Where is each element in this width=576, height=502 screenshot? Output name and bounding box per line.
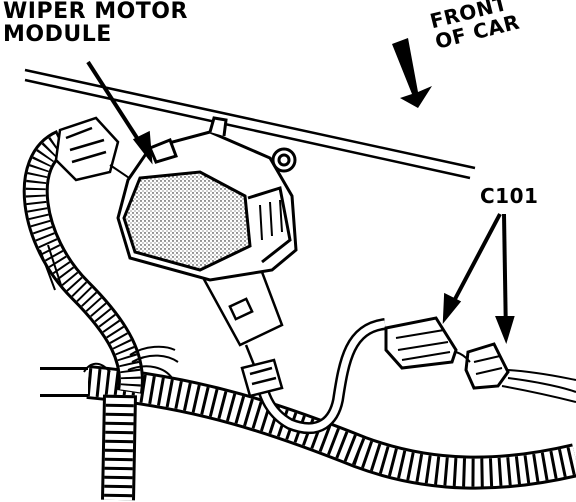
wiper-motor-module [116,116,298,282]
pigtail-connector [240,358,284,398]
harness-connector-left [54,116,139,185]
c101-label: C101 [480,184,539,208]
wiper-motor-label-line1: WIPER MOTOR [3,0,188,24]
leader-arrows [86,60,515,345]
junction-wires [83,345,179,379]
wiper-motor-module-label: WIPER MOTOR MODULE [3,0,188,46]
wiper-motor-label-line2: MODULE [3,22,112,48]
mounting-bracket [197,270,284,371]
front-of-car-arrow [392,38,432,108]
main-harness [40,365,576,490]
module-pigtail [252,318,387,435]
c101-connector-mate [464,342,510,390]
left-vertical-harness [101,394,137,501]
c101-wires [455,351,576,403]
c101-connector-main [384,316,458,370]
upper-left-harness [22,130,144,394]
body-panel-lines [24,68,476,180]
